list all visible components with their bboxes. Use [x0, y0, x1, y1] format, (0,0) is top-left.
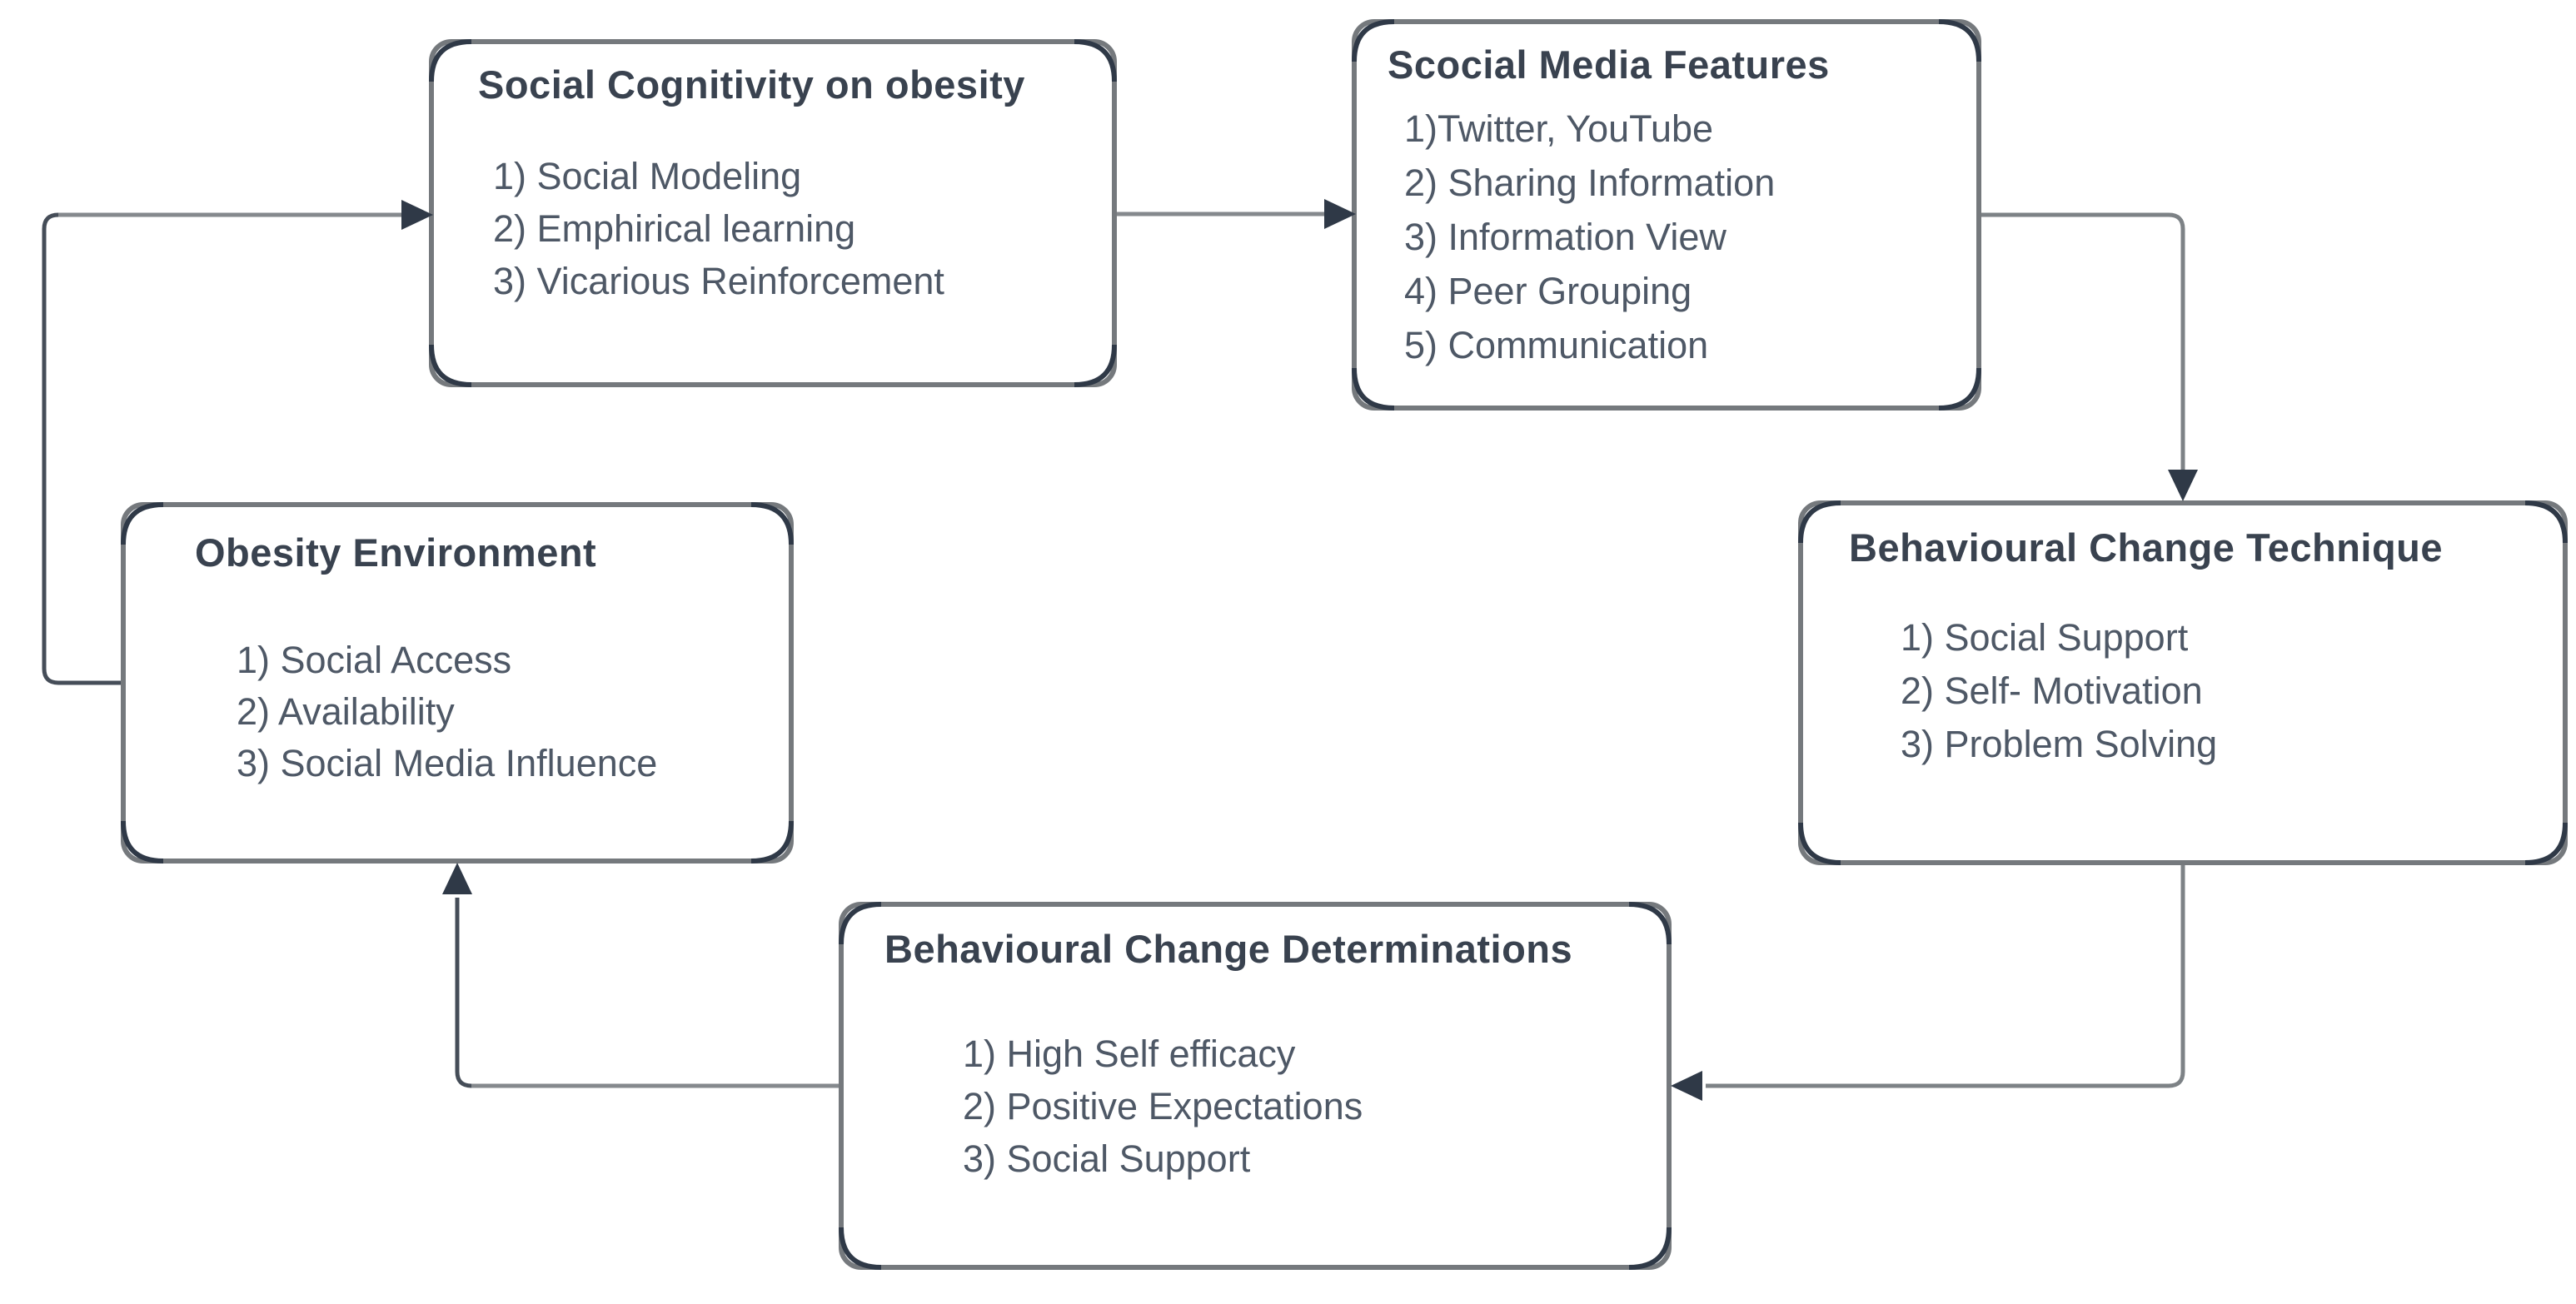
box-social-media-features	[1352, 19, 1981, 411]
list-item: 5) Communication	[1404, 324, 1709, 366]
node-title: Scocial Media Features	[1388, 42, 1830, 87]
list-item: 2) Positive Expectations	[963, 1085, 1363, 1127]
list-item: 4) Peer Grouping	[1404, 270, 1692, 312]
list-item: 2) Sharing Information	[1404, 162, 1776, 204]
box-obesity-environment	[121, 502, 794, 864]
connector-behavioural-change-technique-to-determinations	[1706, 863, 2185, 1088]
node-behavioural-change-determinations: Behavioural Change Determinations 1) Hig…	[841, 904, 1669, 1267]
arrowhead-into-obesity-environment	[442, 863, 472, 894]
node-social-media-features: Scocial Media Features 1)Twitter, YouTub…	[1354, 22, 1979, 408]
list-item: 3) Social Media Influence	[237, 742, 658, 784]
arrowhead-into-social-cognitivity	[401, 200, 433, 230]
list-item: 2) Emphirical learning	[493, 207, 856, 250]
list-item: 1) Social Support	[1901, 616, 2189, 659]
list-item: 2) Self- Motivation	[1901, 669, 2203, 712]
arrowhead-into-behavioural-change-determinations	[1671, 1071, 1702, 1101]
list-item: 3) Social Support	[963, 1137, 1251, 1180]
node-title: Social Cognitivity on obesity	[478, 62, 1025, 107]
arrowhead-into-behavioural-change-technique	[2168, 470, 2198, 501]
node-social-cognitivity-on-obesity: Social Cognitivity on obesity 1) Social …	[431, 42, 1114, 385]
box-social-cognitivity-on-obesity	[429, 39, 1117, 387]
arrowhead-into-social-media-features	[1324, 199, 1356, 229]
list-item: 1) Social Access	[237, 639, 512, 681]
connector-social-media-features-to-behavioural-change-technique	[1979, 212, 2185, 473]
list-item: 3) Problem Solving	[1901, 723, 2218, 765]
node-obesity-environment: Obesity Environment 1) Social Access 2) …	[123, 505, 791, 861]
box-behavioural-change-determinations	[839, 902, 1672, 1270]
node-title: Behavioural Change Technique	[1849, 525, 2444, 570]
list-item: 2) Availability	[237, 690, 455, 733]
list-item: 1)Twitter, YouTube	[1404, 107, 1714, 150]
node-title: Behavioural Change Determinations	[884, 927, 1573, 971]
list-item: 1) Social Modeling	[493, 155, 802, 197]
node-title: Obesity Environment	[195, 530, 597, 575]
list-item: 3) Information View	[1404, 216, 1726, 258]
box-corner-accents	[121, 19, 2568, 1270]
connector-determinations-to-obesity-environment	[455, 898, 841, 1088]
box-behavioural-change-technique	[1798, 500, 2568, 865]
connector-obesity-environment-to-social-cognitivity	[42, 212, 403, 685]
list-item: 1) High Self efficacy	[963, 1033, 1296, 1075]
list-item: 3) Vicarious Reinforcement	[493, 260, 944, 302]
node-behavioural-change-technique: Behavioural Change Technique 1) Social S…	[1801, 503, 2565, 863]
